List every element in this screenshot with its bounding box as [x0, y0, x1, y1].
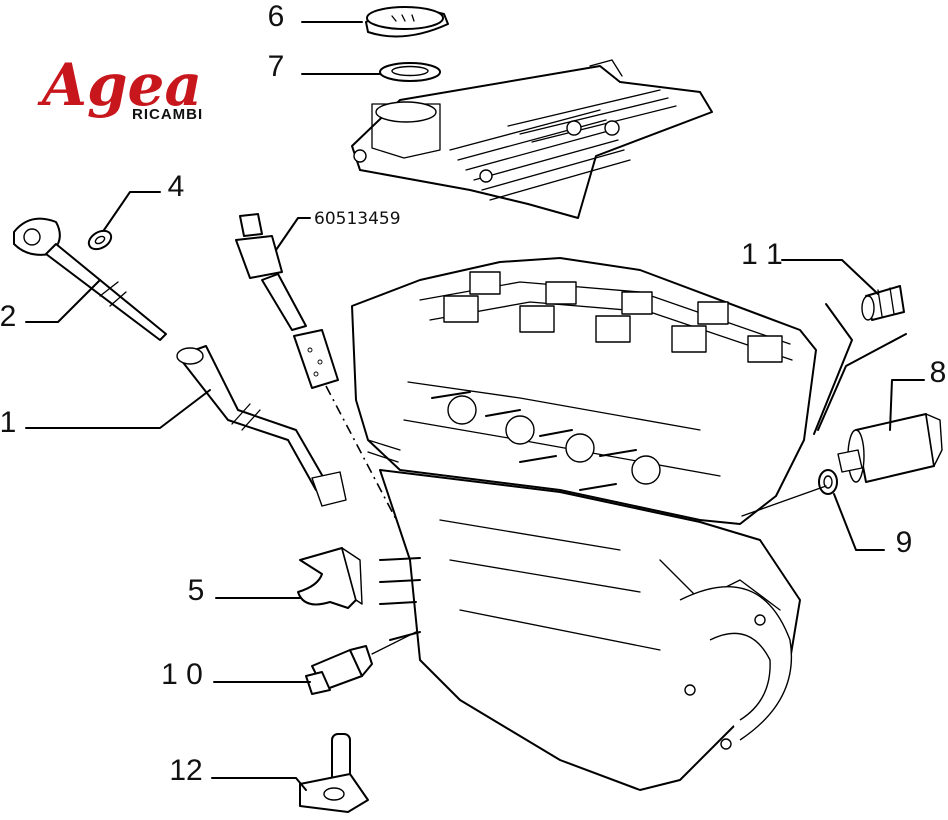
cylinder-head-plug	[861, 285, 905, 321]
oil-filler-cap	[365, 6, 449, 38]
callout-12: 12	[169, 754, 202, 787]
part-number-label: 60513459	[314, 209, 401, 229]
sensor-mount-line	[371, 631, 417, 655]
dipstick-tube	[176, 345, 347, 507]
callout-labels: 6 7 4 2 1 5 1 0 12 1 1 8 9 60513459	[0, 0, 946, 787]
oil-temp-sender	[235, 213, 339, 389]
callout-10: 1 0	[161, 658, 203, 691]
switch-mount-line	[741, 485, 827, 517]
exhaust-ports	[447, 395, 661, 485]
oil-pressure-seal	[818, 469, 838, 495]
filler-cap-gasket	[379, 62, 441, 82]
callout-9: 9	[896, 526, 913, 559]
brand-subtitle: RICAMBI	[132, 106, 203, 123]
brand-name: Agea	[37, 51, 202, 119]
coolant-temp-sensor	[305, 645, 373, 695]
manifold-studs	[431, 391, 637, 491]
pipe-union	[299, 733, 369, 813]
callout-4: 4	[168, 170, 185, 203]
dipstick	[13, 217, 167, 341]
callout-6: 6	[268, 0, 285, 33]
cam-caps	[443, 271, 783, 363]
callout-7: 7	[268, 50, 285, 83]
valve-cover	[351, 59, 713, 219]
rear-flange	[679, 586, 793, 750]
callout-1: 1	[0, 406, 16, 439]
leader-lines	[25, 21, 925, 791]
callout-11: 1 1	[741, 238, 783, 271]
dipstick-o-ring	[87, 229, 113, 251]
plug-pointer-lines	[813, 303, 907, 435]
oil-pressure-switch	[837, 413, 943, 483]
engine-block	[351, 257, 817, 791]
agea-logo: Agea RICAMBI	[37, 51, 203, 123]
callout-2: 2	[0, 300, 16, 333]
mounting-bracket	[297, 547, 363, 609]
callout-5: 5	[188, 574, 205, 607]
callout-8: 8	[930, 356, 947, 389]
